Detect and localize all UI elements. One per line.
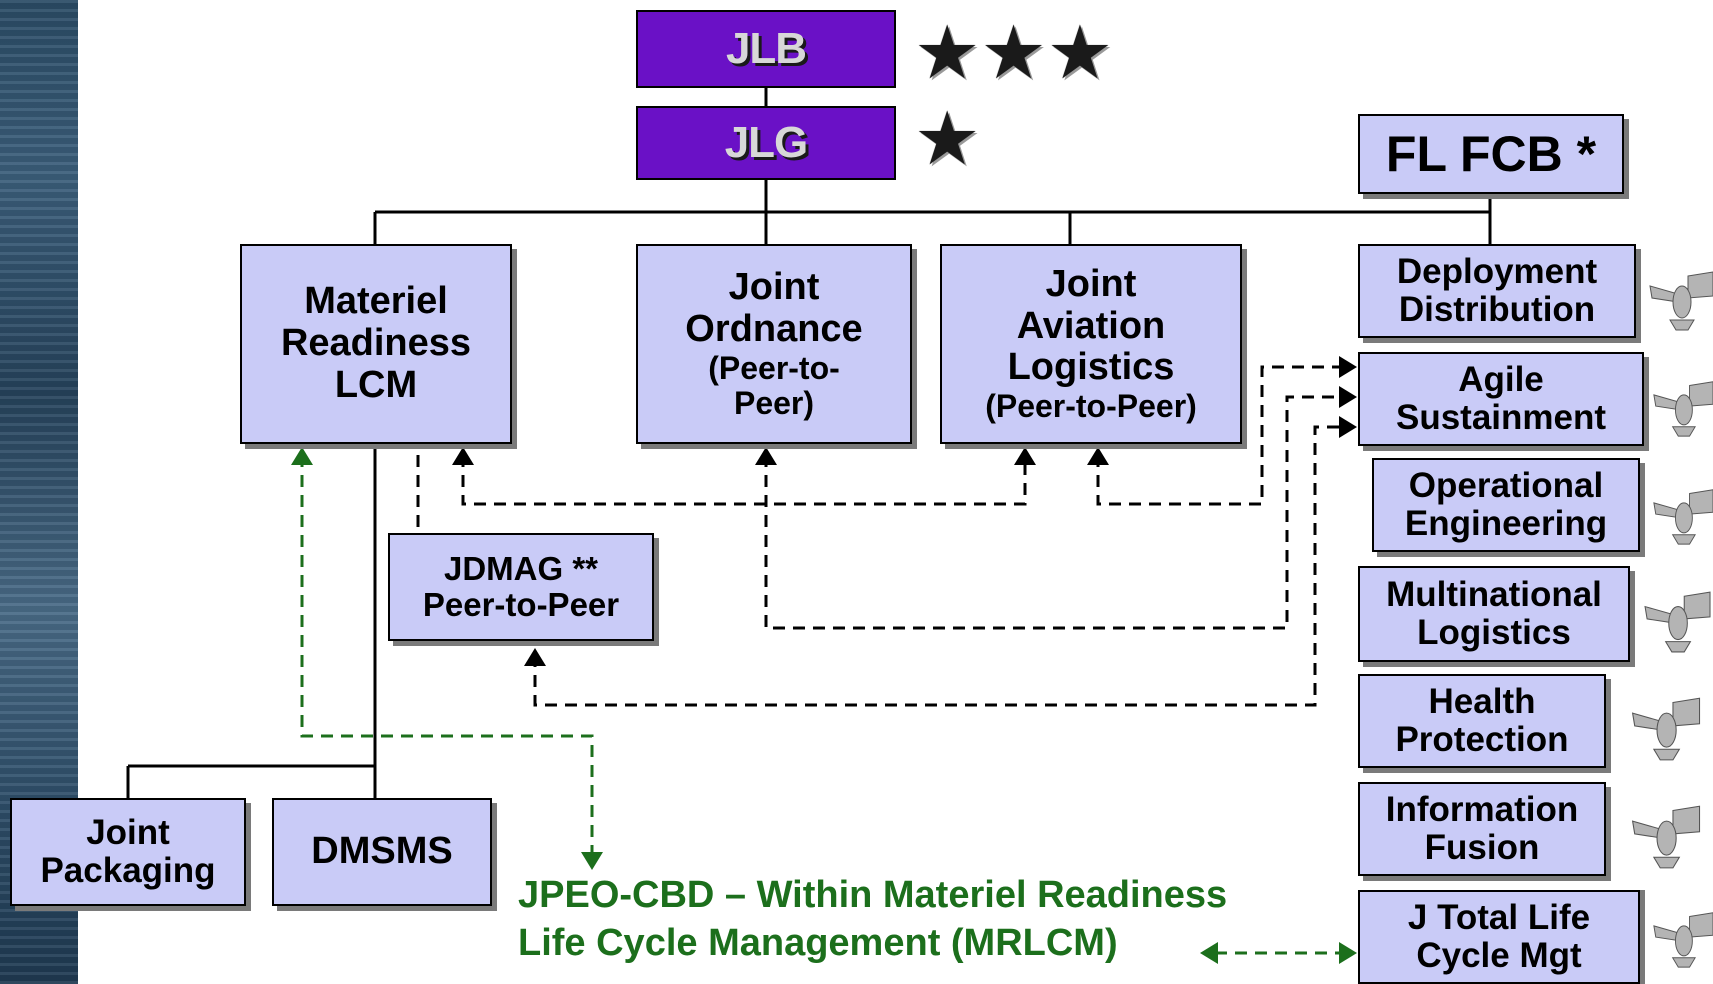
right-box-3-line-1: Operational — [1408, 465, 1604, 505]
multinational-logistics-box: Multinational Logistics — [1358, 566, 1630, 662]
eagle-insignia-icon — [1644, 591, 1711, 653]
right-box-6-line-2: Fusion — [1424, 828, 1540, 867]
deployment-distribution-box: Deployment Distribution — [1358, 244, 1636, 338]
eagle-insignia-icon — [1649, 271, 1713, 331]
agile-sustainment-box: Agile Sustainment — [1358, 352, 1644, 446]
mrlcm-line-2: Readiness — [280, 322, 472, 365]
joint-aviation-logistics-box: Joint Aviation Logistics (Peer-to-Peer) — [940, 244, 1242, 444]
packaging-line-1: Joint — [86, 812, 170, 852]
aviation-line-4: (Peer-to-Peer) — [985, 388, 1197, 425]
eagle-insignia-icon — [1653, 489, 1713, 545]
joint-ordnance-box: Joint Ordnance (Peer-to- Peer) — [636, 244, 912, 444]
star-icon: ★ — [914, 97, 981, 180]
information-fusion-box: Information Fusion — [1358, 782, 1606, 876]
jlg-stars: ★ — [914, 102, 980, 176]
eagle-insignia-icon — [1653, 912, 1713, 968]
right-box-7-line-1: J Total Life — [1407, 897, 1591, 937]
aviation-line-1: Joint — [1045, 262, 1137, 305]
star-icon: ★ — [980, 11, 1047, 94]
aviation-line-3: Logistics — [1007, 346, 1175, 389]
packaging-line-2: Packaging — [40, 851, 216, 890]
right-box-2-line-2: Sustainment — [1395, 398, 1607, 437]
ordnance-line-2: Ordnance — [685, 307, 863, 350]
right-box-1-line-2: Distribution — [1398, 290, 1596, 329]
jlb-stars: ★ ★ ★ — [914, 16, 1113, 90]
right-box-5-line-1: Health — [1428, 681, 1536, 721]
right-box-5-line-2: Protection — [1395, 720, 1569, 759]
right-box-4-line-2: Logistics — [1417, 613, 1571, 652]
jlg-box: JLG — [636, 106, 896, 180]
mrlcm-line-3: LCM — [334, 363, 418, 406]
star-icon: ★ — [1046, 11, 1114, 94]
eagle-insignia-icon — [1653, 381, 1713, 437]
jlg-label: JLG — [724, 117, 809, 167]
eagle-insignia-icon — [1631, 805, 1701, 869]
jpeo-note-line-2: Life Cycle Management (MRLCM) — [518, 921, 1118, 964]
mrlcm-line-1: Materiel — [304, 280, 448, 323]
materiel-readiness-lcm-box: Materiel Readiness LCM — [240, 244, 512, 444]
joint-packaging-box: Joint Packaging — [10, 798, 246, 906]
right-box-6-line-1: Information — [1385, 789, 1579, 829]
jdmag-line-1: JDMAG ** — [443, 549, 599, 587]
right-box-4-line-1: Multinational — [1386, 574, 1602, 614]
jpeo-cbd-note: JPEO-CBD – Within Materiel Readiness Lif… — [518, 872, 1227, 967]
ordnance-line-1: Joint — [728, 266, 820, 309]
health-protection-box: Health Protection — [1358, 674, 1606, 768]
fl-fcb-box: FL FCB * — [1358, 114, 1624, 194]
star-icon: ★ — [914, 11, 981, 94]
jdmag-line-2: Peer-to-Peer — [422, 586, 620, 623]
j-total-life-cycle-mgt-box: J Total Life Cycle Mgt — [1358, 890, 1640, 984]
aviation-line-2: Aviation — [1016, 304, 1166, 347]
jdmag-box: JDMAG ** Peer-to-Peer — [388, 533, 654, 641]
ordnance-line-3: (Peer-to- — [708, 349, 840, 386]
operational-engineering-box: Operational Engineering — [1372, 458, 1640, 552]
jpeo-note-line-1: JPEO-CBD – Within Materiel Readiness — [518, 874, 1228, 916]
jlb-label: JLB — [725, 23, 807, 73]
ordnance-line-4: Peer) — [733, 384, 815, 421]
jlb-box: JLB — [636, 10, 896, 88]
right-box-7-line-2: Cycle Mgt — [1416, 936, 1582, 975]
right-box-1-line-1: Deployment — [1396, 251, 1598, 291]
dmsms-label: DMSMS — [311, 830, 453, 873]
dmsms-box: DMSMS — [272, 798, 492, 906]
right-box-3-line-2: Engineering — [1404, 504, 1608, 543]
fl-fcb-label: FL FCB * — [1385, 125, 1597, 182]
right-box-2-line-1: Agile — [1458, 359, 1544, 399]
eagle-insignia-icon — [1631, 697, 1701, 761]
